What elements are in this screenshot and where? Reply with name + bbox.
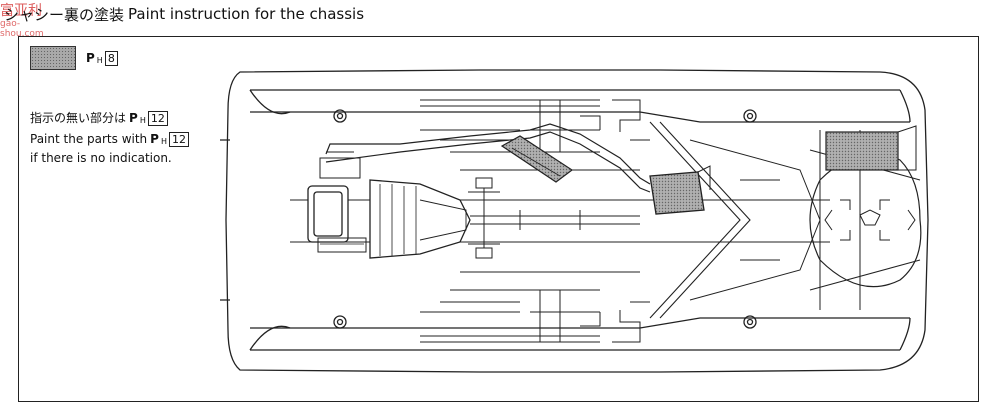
note-line-en-2: if there is no indication. <box>30 151 172 165</box>
front-wheel-well-top <box>249 89 911 123</box>
engine-block <box>307 185 349 243</box>
catalytic-converter <box>500 135 574 183</box>
crossmember <box>475 177 493 259</box>
transmission <box>369 179 471 259</box>
rocker-top <box>250 89 910 123</box>
page-title: シャシー裏の塗装 Paint instruction for the chass… <box>4 2 364 26</box>
rear-subframe <box>649 121 751 319</box>
driveshaft <box>470 215 640 225</box>
diagram-frame <box>18 36 979 402</box>
muffler <box>649 171 705 215</box>
chassis-drawing <box>220 69 929 373</box>
spare-tire-well <box>809 152 922 288</box>
title-japanese: シャシー裏の塗装 <box>4 5 125 24</box>
exhaust-pipe <box>325 123 651 185</box>
rocker-bottom <box>250 317 910 351</box>
chassis-outline <box>225 69 929 373</box>
legend-swatch-gray <box>30 46 76 70</box>
title-english: Paint instruction for the chassis <box>128 5 365 23</box>
front-wheel-well-bottom <box>249 317 911 351</box>
gray-panel-rear <box>825 131 899 171</box>
